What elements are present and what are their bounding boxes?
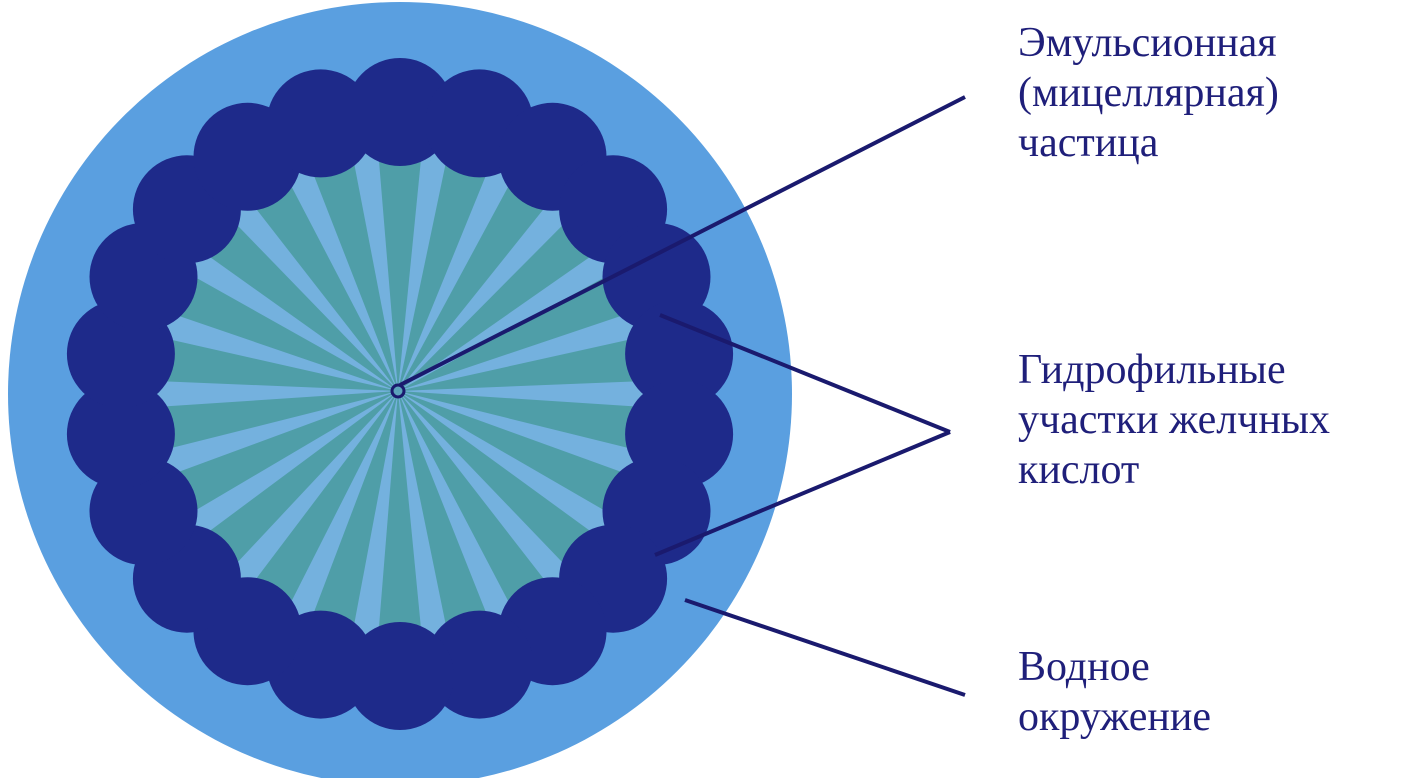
label-line: Водное [1018,642,1211,692]
label-line: частица [1018,118,1279,168]
label-line: кислот [1018,445,1330,495]
label-line: Гидрофильные [1018,345,1330,395]
label-line: окружение [1018,692,1211,742]
label-line: (мицеллярная) [1018,68,1279,118]
label-line: участки желчных [1018,395,1330,445]
label-line: Эмульсионная [1018,18,1279,68]
label-micelle-particle: Эмульсионная (мицеллярная) частица [1018,18,1279,168]
label-hydrophilic-regions: Гидрофильные участки желчных кислот [1018,345,1330,495]
leader-line-water [685,600,965,695]
label-water-environment: Водное окружение [1018,642,1211,742]
hydrophilic-head [267,69,375,177]
